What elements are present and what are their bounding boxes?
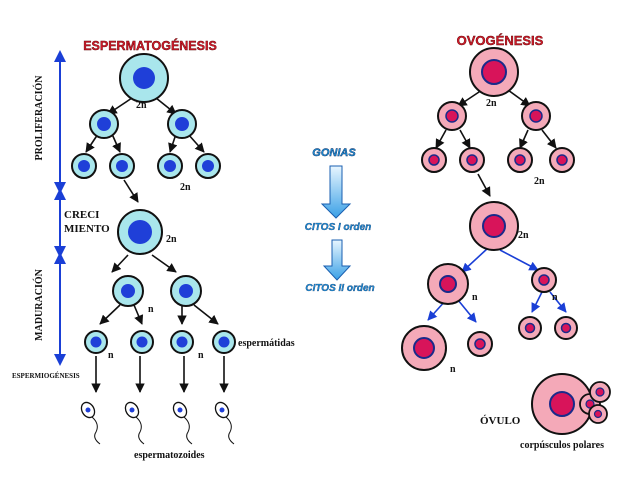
- ovum-cell: [531, 373, 593, 435]
- ploidy-label: 2n: [518, 230, 529, 241]
- secondary-spermatocyte-cell: [170, 275, 202, 307]
- spermatozoa-label: espermatozoides: [134, 450, 205, 461]
- oogonium-cell: [421, 147, 447, 173]
- oogonium-cell: [507, 147, 533, 173]
- ploidy-label: n: [198, 350, 204, 361]
- spermatid-cell: [212, 330, 236, 354]
- secondary-cytes-label: CITOS II orden: [305, 283, 374, 294]
- ploidy-label: 2n: [486, 98, 497, 109]
- phase-label-growth-1: CRECI: [64, 209, 99, 221]
- polar-body-cell: [589, 381, 611, 403]
- ploidy-label: n: [472, 292, 478, 303]
- oogonium-cell: [437, 101, 467, 131]
- center-legend: GONIAS CITOS I orden CITOS II orden: [305, 147, 375, 294]
- ploidy-label: 2n: [534, 176, 545, 187]
- spermatogonium-cell: [119, 53, 169, 103]
- ploidy-label: n: [148, 304, 154, 315]
- spermatogonium-cell: [157, 153, 183, 179]
- spermatogonium-cell: [71, 153, 97, 179]
- spermatogonium-cell: [109, 153, 135, 179]
- gonias-label: GONIAS: [312, 147, 356, 159]
- spermatid-cell: [130, 330, 154, 354]
- spermatids-label: espermátidas: [238, 338, 295, 349]
- phase-label-spermiogenesis: ESPERMIOGÉNESIS: [12, 372, 80, 380]
- polar-body-cell: [518, 316, 542, 340]
- ploidy-label: n: [450, 364, 456, 375]
- spermatogenesis-tree: 2n 2n 2n n n n espermátidas espermatozoi…: [71, 53, 295, 461]
- oogonium-cell: [549, 147, 575, 173]
- spermatogonium-cell: [167, 109, 197, 139]
- polar-body-cell: [588, 404, 608, 424]
- spermatozoon-icon: [172, 401, 193, 445]
- spermatozoon-icon: [214, 401, 235, 445]
- spermatogonium-cell: [195, 153, 221, 179]
- first-polar-body-cell: [531, 267, 557, 293]
- ploidy-label: 2n: [166, 234, 177, 245]
- spermatozoon-icon: [80, 401, 101, 445]
- ovum-label: ÓVULO: [480, 415, 521, 427]
- ploidy-label: n: [108, 350, 114, 361]
- oogonium-cell: [521, 101, 551, 131]
- down-arrow-icon: [322, 239, 352, 281]
- down-arrow-icon: [320, 165, 352, 219]
- polar-bodies-label: corpúsculos polares: [520, 440, 604, 451]
- ploidy-label: n: [552, 292, 558, 303]
- oogonium-cell: [469, 47, 519, 97]
- phase-label-proliferation: PROLIFERACIÓN: [33, 75, 45, 161]
- ootid-cell: [401, 325, 447, 371]
- ploidy-label: 2n: [180, 182, 191, 193]
- phase-label-maturation: MADURACIÓN: [33, 268, 45, 340]
- ploidy-label: 2n: [136, 100, 147, 111]
- oogonium-cell: [459, 147, 485, 173]
- primary-spermatocyte-cell: [117, 209, 163, 255]
- polar-body-cell: [554, 316, 578, 340]
- primary-oocyte-cell: [469, 201, 519, 251]
- oogenesis-tree: 2n 2n 2n n n n ÓVULO corpúsculos polares: [401, 47, 611, 451]
- spermatid-cell: [84, 330, 108, 354]
- spermatid-cell: [170, 330, 194, 354]
- secondary-spermatocyte-cell: [112, 275, 144, 307]
- spermatozoon-icon: [124, 401, 145, 445]
- spermatogenesis-title: ESPERMATOGÉNESIS: [83, 38, 217, 53]
- secondary-oocyte-cell: [427, 263, 469, 305]
- oogenesis-title: OVOGÉNESIS: [457, 33, 544, 48]
- primary-cytes-label: CITOS I orden: [305, 222, 372, 233]
- polar-body-cell: [467, 331, 493, 357]
- phase-label-growth-2: MIENTO: [64, 223, 110, 235]
- spermatogonium-cell: [89, 109, 119, 139]
